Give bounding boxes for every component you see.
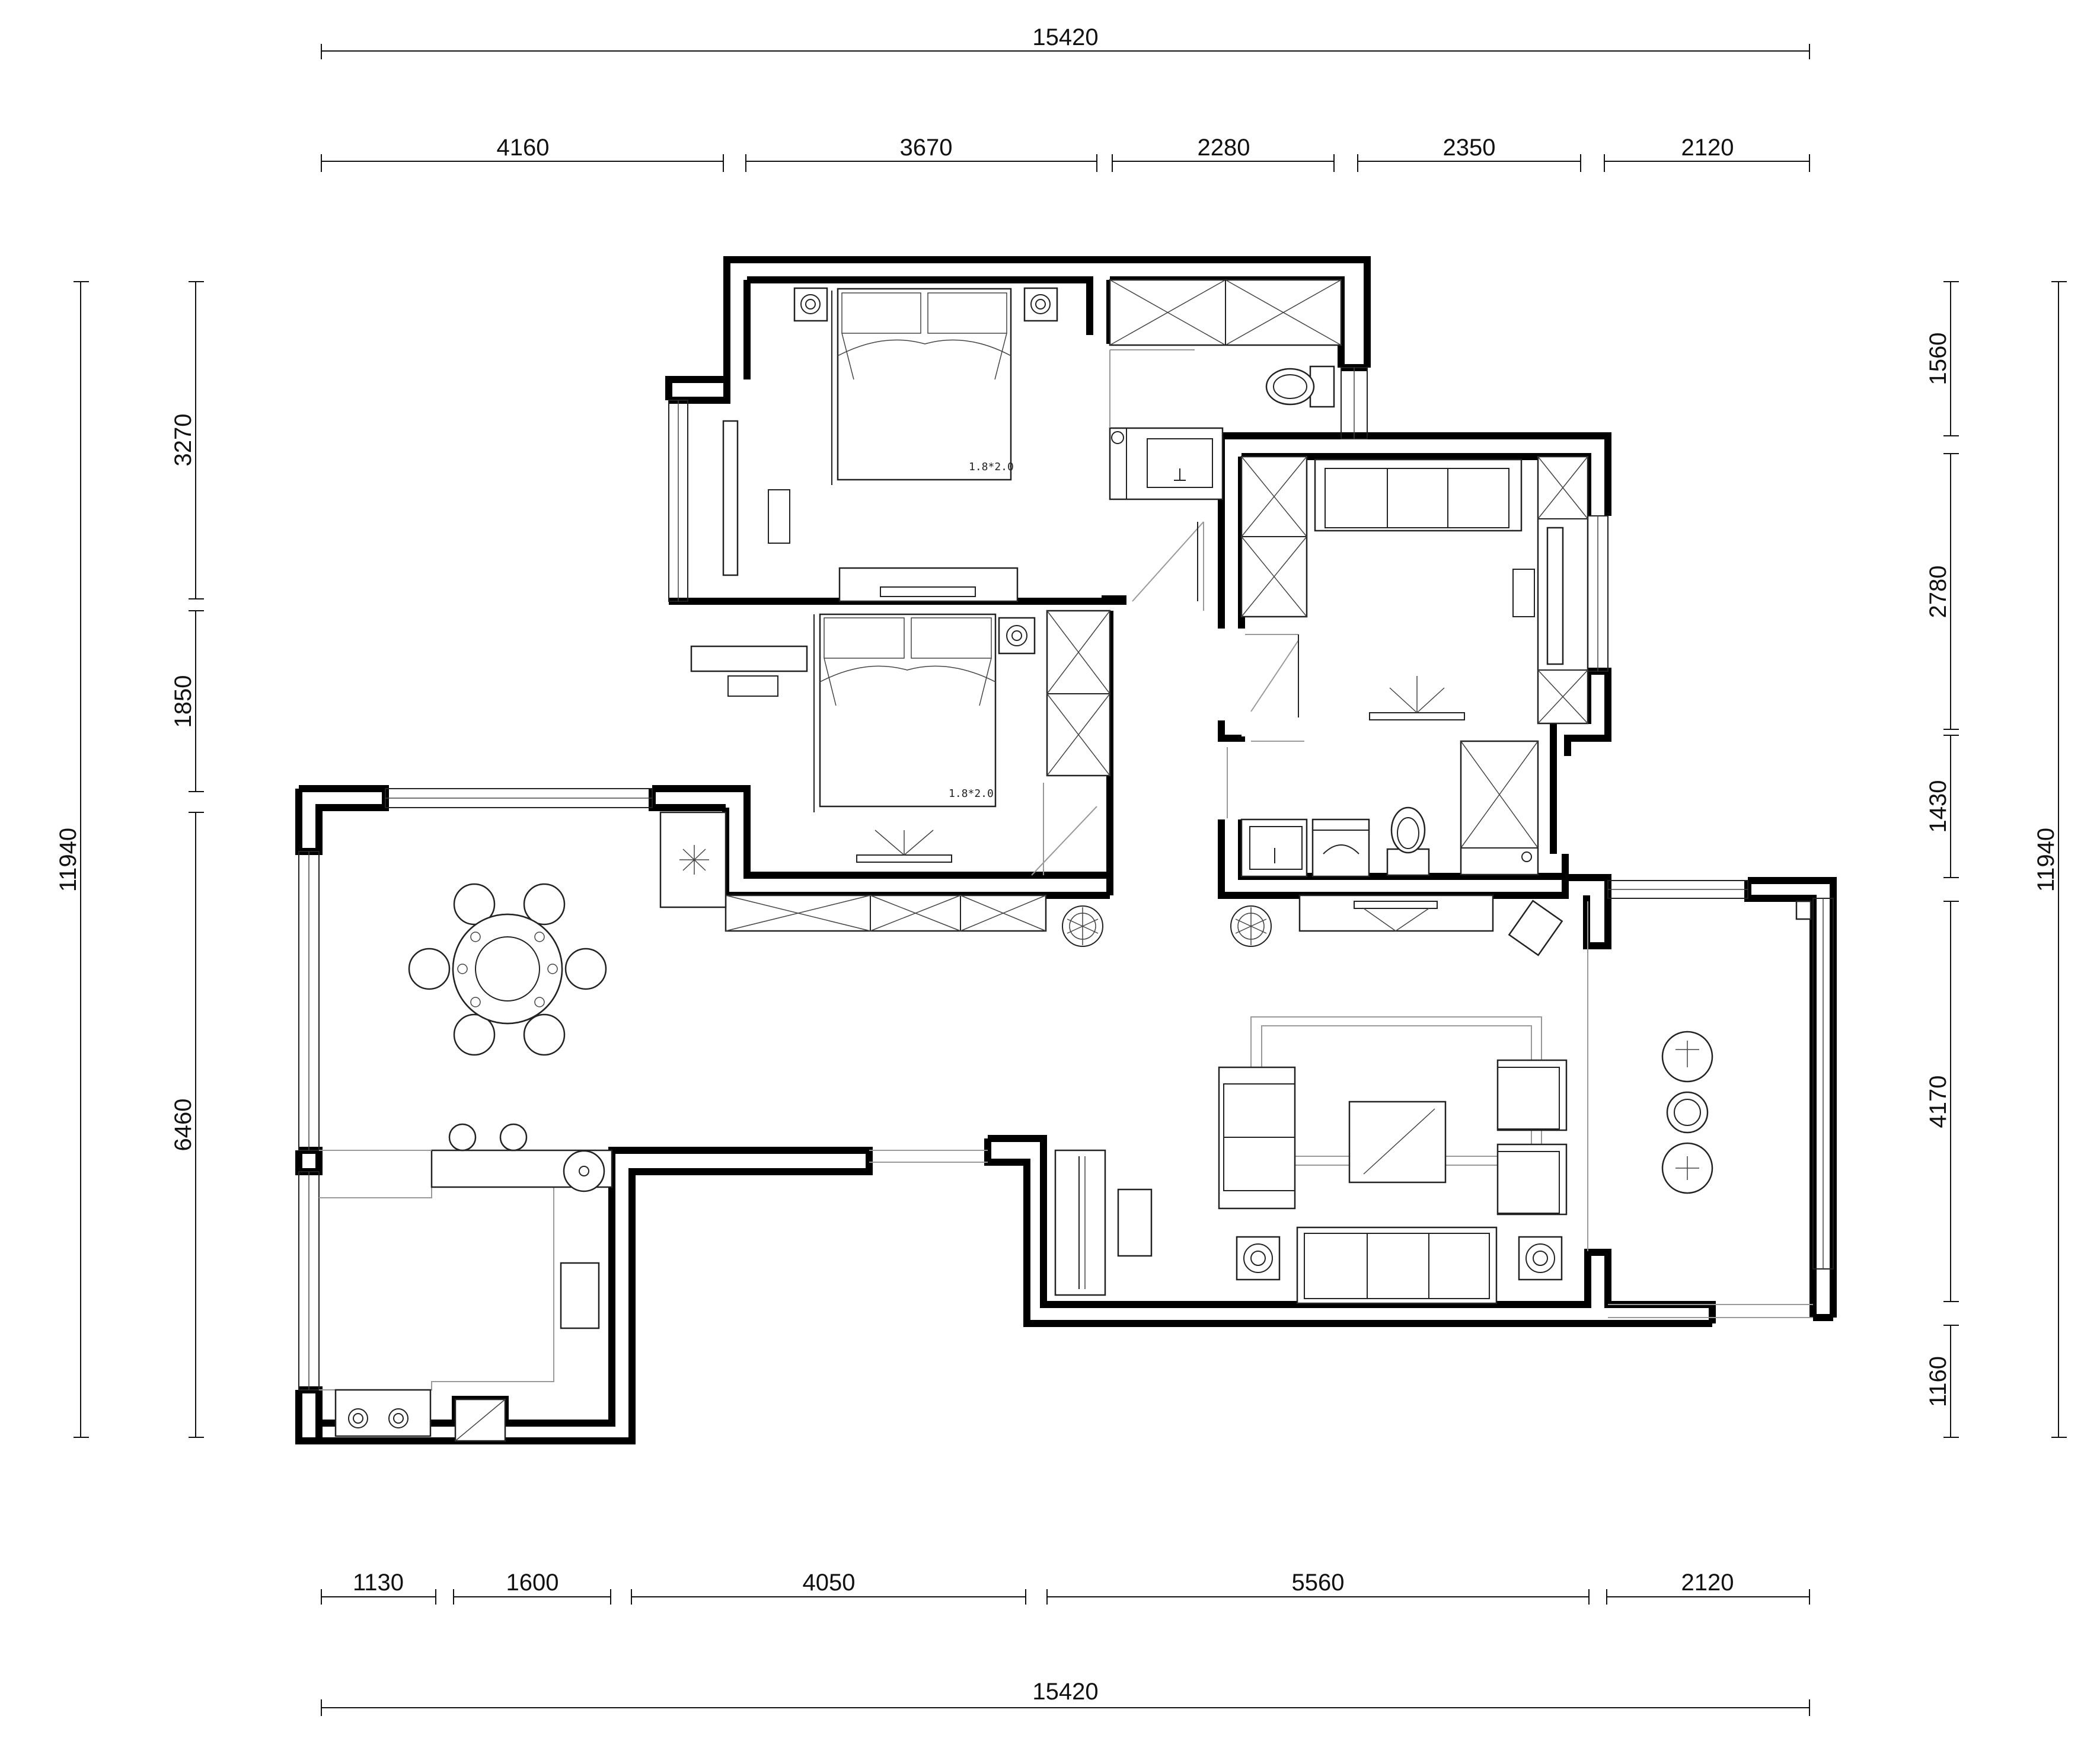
toilet-icon bbox=[1386, 806, 1430, 876]
nightstand-lamp-icon bbox=[998, 617, 1036, 655]
shoe-cabinet bbox=[1298, 894, 1494, 932]
desk bbox=[1546, 527, 1564, 665]
dim-top-2: 3670 bbox=[900, 135, 953, 161]
sofa-icon bbox=[1296, 1226, 1498, 1305]
stove-icon bbox=[334, 1389, 432, 1437]
master-bedroom: 1.8*2.0 bbox=[722, 279, 1342, 602]
shower-icon bbox=[1460, 740, 1539, 876]
desk bbox=[690, 645, 808, 672]
living-room bbox=[1054, 901, 1588, 1305]
third-bedroom bbox=[1240, 455, 1589, 725]
dim-bottom-total: 15420 bbox=[1032, 1679, 1098, 1705]
dim-bottom-4: 5560 bbox=[1292, 1570, 1345, 1596]
top-dimensions: 15420 4160 3670 2280 2350 2120 bbox=[321, 24, 1810, 172]
aircon-unit bbox=[1508, 900, 1563, 956]
right-dimensions: 11940 1560 2780 1430 4170 1160 bbox=[1925, 281, 2067, 1438]
vanity bbox=[1240, 818, 1308, 878]
dining-table-icon bbox=[408, 883, 607, 1056]
bottom-dimensions: 1130 1600 4050 5560 2120 15420 bbox=[321, 1570, 1810, 1716]
dim-top-5: 2120 bbox=[1681, 135, 1734, 161]
hall-cabinet bbox=[725, 894, 1047, 932]
wardrobe-desk bbox=[722, 420, 739, 576]
second-bath bbox=[1227, 740, 1539, 878]
dim-right-5: 1160 bbox=[1925, 1356, 1951, 1407]
dim-top-1: 4160 bbox=[497, 135, 550, 161]
sofa-icon bbox=[1314, 458, 1523, 532]
sink-icon bbox=[563, 1150, 605, 1192]
bed-icon bbox=[831, 288, 1012, 485]
dim-left-1: 3270 bbox=[170, 414, 196, 467]
master-bath bbox=[1109, 350, 1335, 611]
bed-size-label-2: 1.8*2.0 bbox=[949, 787, 994, 800]
plant-icon bbox=[1062, 905, 1103, 947]
dim-bottom-1: 1130 bbox=[353, 1570, 404, 1596]
coffee-table bbox=[1348, 1101, 1447, 1184]
side-table-lamp-icon bbox=[1236, 1236, 1563, 1281]
bed-size-label: 1.8*2.0 bbox=[969, 461, 1014, 473]
dim-top-4: 2350 bbox=[1443, 135, 1496, 161]
dim-bottom-2: 1600 bbox=[506, 1570, 559, 1596]
nightstand-lamp-icon bbox=[793, 287, 1058, 322]
dim-left-3: 6460 bbox=[170, 1099, 196, 1152]
dim-right-1: 1560 bbox=[1925, 333, 1951, 385]
dim-right-3: 1430 bbox=[1925, 780, 1951, 833]
dim-top-total: 15420 bbox=[1032, 24, 1098, 50]
dim-bottom-3: 4050 bbox=[803, 1570, 856, 1596]
side-table-icon bbox=[1666, 1091, 1709, 1134]
armchair-icon bbox=[1661, 1031, 1713, 1194]
sink-icon bbox=[1147, 438, 1213, 488]
dim-top-3: 2280 bbox=[1198, 135, 1250, 161]
tv-unit bbox=[1054, 1149, 1153, 1296]
sofa-icon bbox=[1218, 1066, 1296, 1210]
left-dimensions: 11940 3270 1850 6460 bbox=[55, 281, 204, 1438]
sink-icon bbox=[1249, 826, 1303, 870]
tv-cabinet bbox=[838, 567, 1019, 602]
dim-right-4: 4170 bbox=[1925, 1076, 1951, 1128]
dim-right-2: 2780 bbox=[1925, 566, 1951, 618]
bed-icon bbox=[813, 613, 997, 812]
armchair-icon bbox=[1496, 1059, 1568, 1216]
dim-right-total: 11940 bbox=[2033, 828, 2059, 892]
balcony bbox=[1661, 900, 1812, 1194]
toilet-icon bbox=[1265, 365, 1335, 408]
second-bedroom: 1.8*2.0 bbox=[690, 610, 1111, 876]
fridge bbox=[560, 1262, 600, 1329]
washing-machine-icon bbox=[1311, 818, 1370, 878]
dim-left-total: 11940 bbox=[55, 828, 81, 892]
plant-icon bbox=[1230, 905, 1272, 947]
dim-left-2: 1850 bbox=[170, 675, 196, 728]
kitchen bbox=[319, 1123, 613, 1442]
dim-bottom-5: 2120 bbox=[1681, 1570, 1734, 1596]
utility-box bbox=[659, 811, 727, 908]
